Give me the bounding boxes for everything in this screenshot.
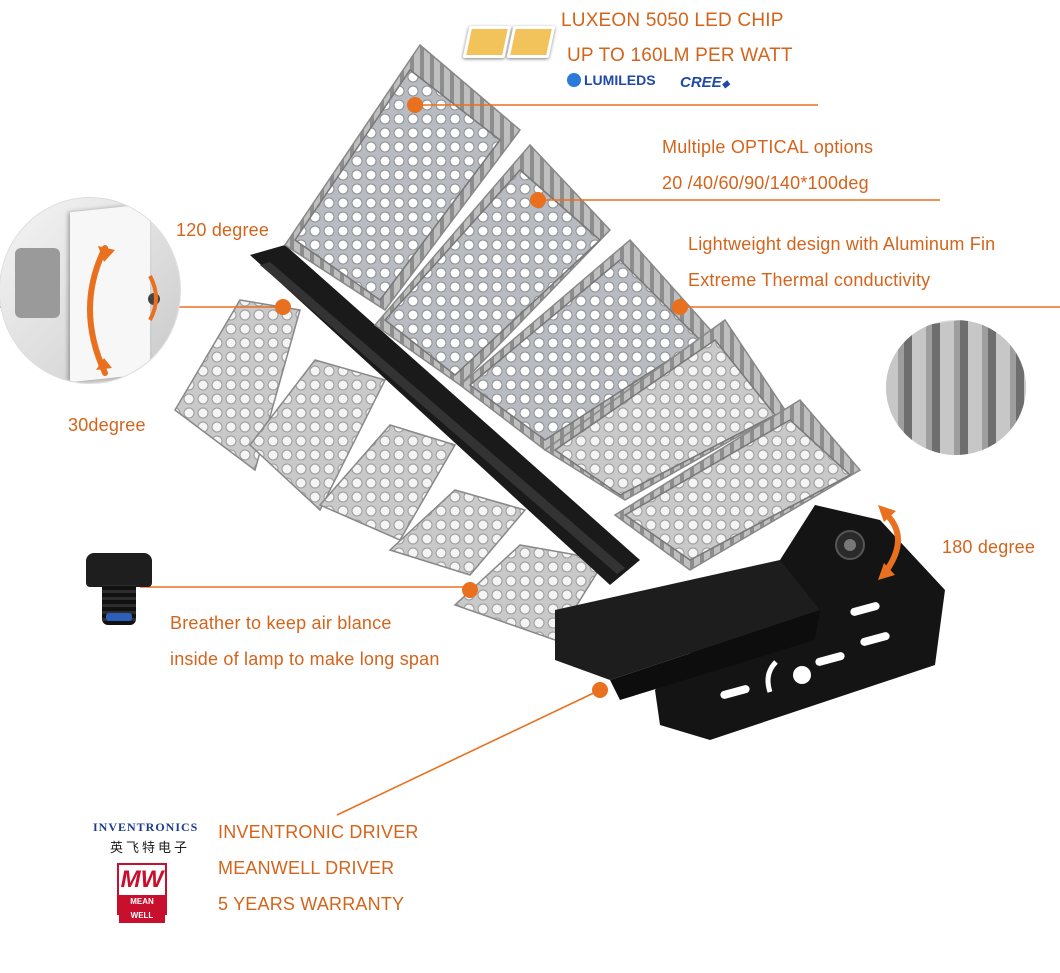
optical-line1: Multiple OPTICAL options	[662, 137, 874, 157]
breather-line2: inside of lamp to make long span	[170, 649, 440, 669]
breather-plug-image	[86, 553, 152, 633]
hinge-inset-photo	[0, 198, 180, 383]
lumileds-logo: LUMILEDS	[567, 72, 656, 88]
meanwell-logo: MW MEAN WELL	[117, 863, 167, 923]
callout-dot-hinge	[275, 299, 291, 315]
callout-dot-breather	[462, 582, 478, 598]
optical-line2: 20 /40/60/90/140*100deg	[662, 173, 869, 193]
lumileds-icon	[567, 73, 581, 87]
callout-dot-chip	[407, 97, 423, 113]
lumileds-label: LUMILEDS	[584, 72, 656, 88]
callout-dot-optical	[530, 192, 546, 208]
heatsink-inset-photo	[886, 320, 1026, 455]
callout-dot-design	[672, 299, 688, 315]
cree-logo: CREE◆	[680, 74, 729, 91]
chip-line2: UP TO 160LM PER WATT	[567, 45, 793, 66]
inventronics-logo: INVENTRONICS	[93, 820, 199, 834]
meanwell-label: MEAN WELL	[119, 895, 165, 923]
angle-30-label: 30degree	[68, 415, 146, 435]
design-line1: Lightweight design with Aluminum Fin	[688, 234, 996, 254]
design-line2: Extreme Thermal conductivity	[688, 270, 931, 290]
meanwell-mark: MW	[120, 866, 164, 893]
callout-dot-driver	[592, 682, 608, 698]
lower-module-row	[174, 299, 607, 641]
mounting-bracket	[555, 505, 945, 740]
driver-line2: MEANWELL DRIVER	[218, 858, 395, 878]
chip-line1: LUXEON 5050 LED CHIP	[561, 10, 784, 31]
upper-module-row	[283, 43, 862, 571]
breather-line1: Breather to keep air blance	[170, 613, 392, 633]
led-chip-image	[506, 26, 556, 58]
led-chip-image	[462, 26, 512, 58]
inventronics-cn-logo: 英飞特电子	[110, 840, 191, 855]
cree-mark-icon: ◆	[721, 79, 730, 90]
angle-180-label: 180 degree	[942, 537, 1036, 557]
driver-line1: INVENTRONIC DRIVER	[218, 822, 419, 842]
angle-120-label: 120 degree	[176, 220, 270, 240]
driver-line3: 5 YEARS WARRANTY	[218, 894, 405, 914]
cree-label: CREE	[680, 74, 722, 91]
